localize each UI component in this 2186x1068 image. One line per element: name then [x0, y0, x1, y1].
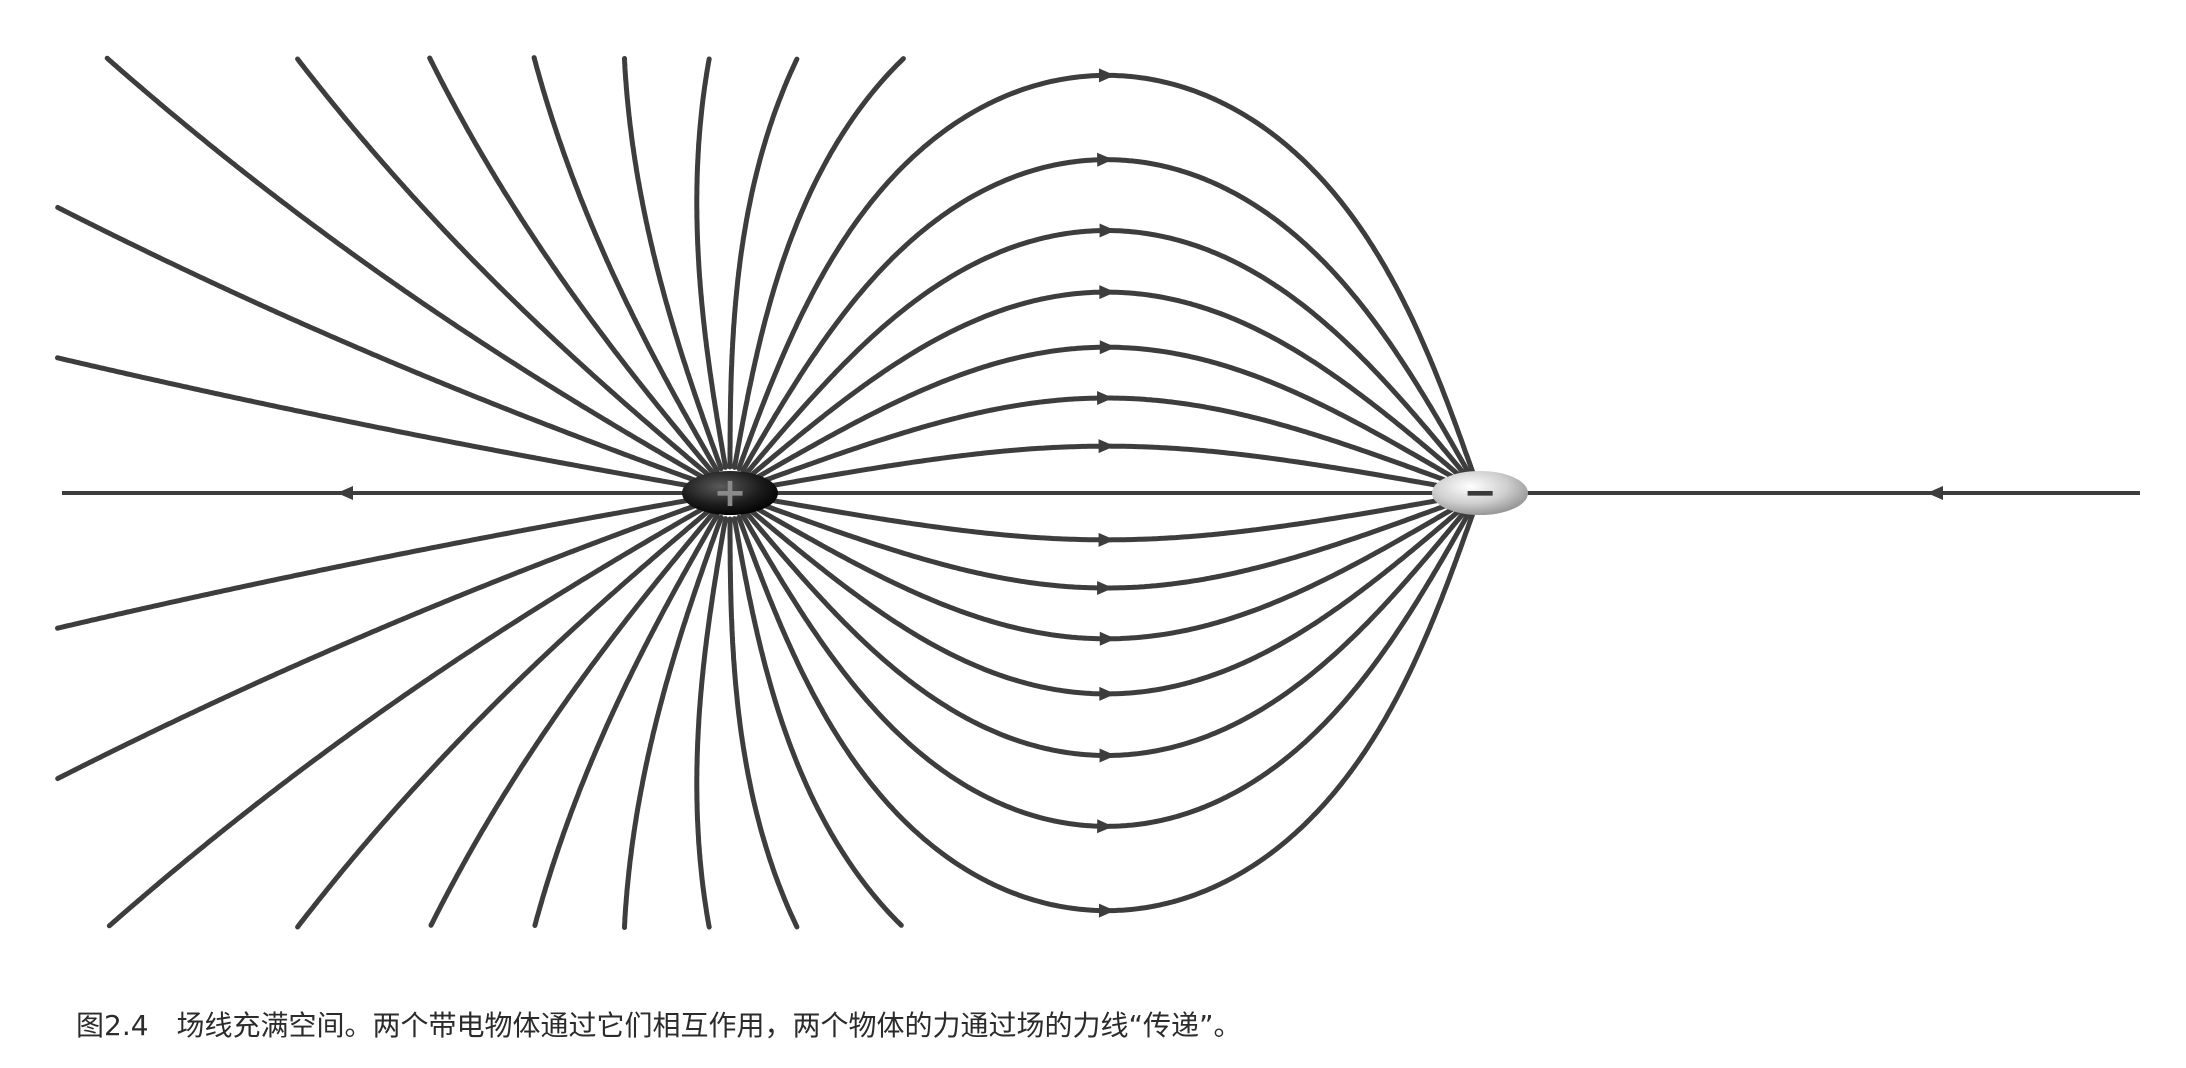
positive-charge-symbol: + [713, 470, 747, 516]
field-lines [55, 55, 2140, 930]
field-arrow [1099, 223, 1116, 238]
axis-arrow-right [1927, 486, 1943, 500]
field-arrow [1097, 580, 1114, 595]
negative-charge-body [1432, 471, 1528, 515]
field-line [732, 56, 906, 470]
field-arrow [1097, 152, 1114, 167]
positive-charge-body [682, 471, 778, 515]
field-line [747, 490, 1483, 697]
field-arrow [1098, 439, 1115, 454]
field-arrow [1099, 340, 1116, 355]
field-arrow [1098, 68, 1115, 83]
field-line [622, 514, 724, 930]
field-arrow [1099, 631, 1116, 646]
field-line [55, 499, 709, 782]
field-arrow [1098, 532, 1115, 547]
field-line [295, 507, 713, 930]
field-line [740, 157, 1483, 496]
field-line [428, 510, 716, 928]
field-arrows [337, 68, 1943, 918]
field-line [732, 516, 904, 928]
field-line [694, 56, 728, 470]
negative-charge-symbol: − [1463, 470, 1497, 516]
field-line [532, 513, 720, 928]
axis-arrow-left [337, 486, 353, 500]
field-line [104, 55, 710, 483]
field-arrow [1098, 903, 1115, 918]
field-line [427, 55, 716, 476]
figure-caption: 图2.4 场线充满空间。两个带电物体通过它们相互作用，两个物体的力通过场的力线“… [76, 1009, 1242, 1042]
field-line [622, 56, 724, 472]
field-line [295, 56, 713, 479]
field-arrow [1099, 748, 1116, 763]
field-line [740, 490, 1483, 829]
field-line [531, 55, 720, 473]
field-line [694, 516, 728, 930]
field-line [55, 495, 707, 631]
field-line [727, 516, 800, 930]
field-arrow [1099, 686, 1116, 701]
field-line [106, 503, 710, 929]
field-line [55, 355, 707, 491]
field-arrow [1099, 285, 1116, 300]
negative-charge: − [1432, 470, 1528, 516]
field-line [55, 204, 709, 487]
field-line [747, 289, 1483, 496]
field-arrow [1097, 391, 1114, 406]
dipole-field-diagram: + − [55, 55, 2140, 930]
field-line [727, 56, 800, 470]
positive-charge: + [682, 470, 778, 516]
field-arrow [1097, 819, 1114, 834]
